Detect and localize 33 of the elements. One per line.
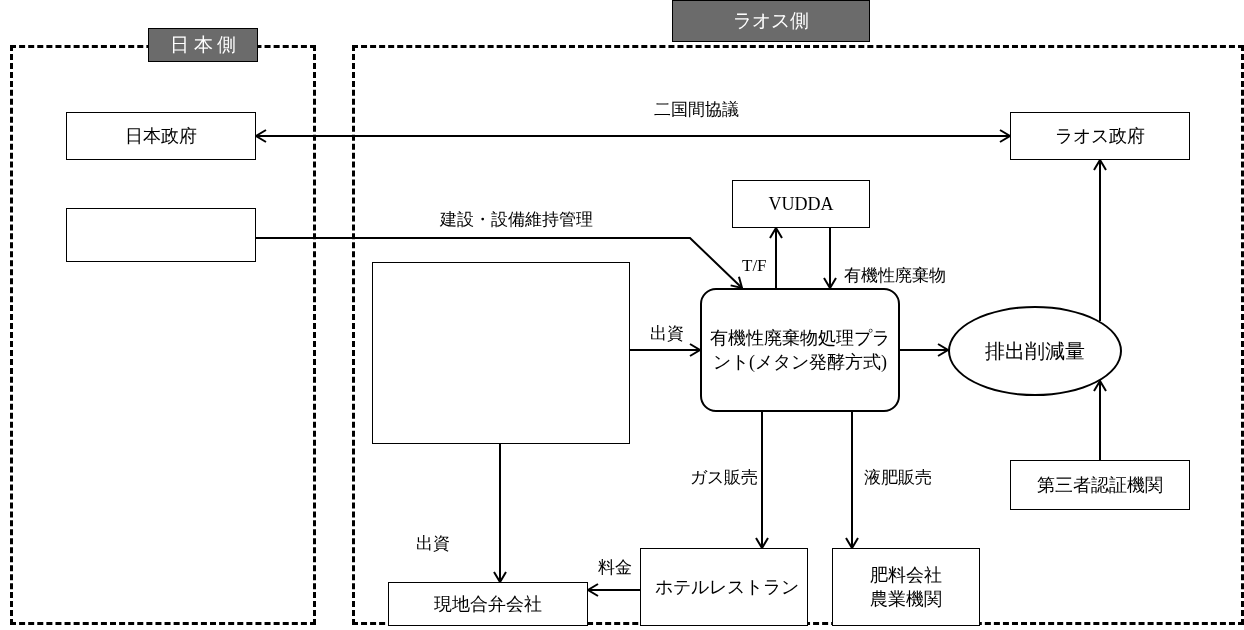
arrow [1093, 379, 1107, 461]
result-ellipse: 排出削減量 [948, 306, 1122, 396]
customer-box: 肥料会社農業機関 [832, 548, 980, 626]
edge-label: 建設・設備維持管理 [438, 208, 595, 231]
edge-label: 出資 [414, 532, 452, 555]
arrow [755, 411, 769, 549]
frame-heading: ラオス側 [672, 0, 870, 42]
arrow [493, 443, 507, 583]
customer-box: ホテルレストラン [640, 548, 808, 626]
organization-box: 日本政府 [66, 112, 256, 160]
company-box [66, 208, 256, 262]
arrow [1093, 159, 1107, 323]
arrow [587, 583, 641, 597]
arrow [823, 227, 837, 289]
arrow [769, 227, 783, 289]
company-box [372, 262, 630, 444]
edge-label: 二国間協議 [652, 98, 741, 121]
edge-label: 液肥販売 [862, 466, 934, 489]
arrow [845, 411, 859, 549]
organization-box: ラオス政府 [1010, 112, 1190, 160]
arrow [899, 343, 949, 357]
edge-label: ガス販売 [688, 466, 760, 489]
organization-box: VUDDA [732, 180, 870, 228]
arrow [255, 129, 1011, 143]
organization-box: 第三者認証機関 [1010, 460, 1190, 510]
company-box: 現地合弁会社 [388, 582, 588, 626]
edge-label: 料金 [596, 556, 634, 579]
frame-heading: 日 本 側 [148, 28, 258, 62]
arrow [255, 237, 743, 289]
arrow [629, 343, 701, 357]
edge-label: 出資 [648, 322, 686, 345]
edge-label: 有機性廃棄物 [842, 264, 948, 287]
plant-box: 有機性廃棄物処理プラント(メタン発酵方式) [700, 288, 900, 412]
